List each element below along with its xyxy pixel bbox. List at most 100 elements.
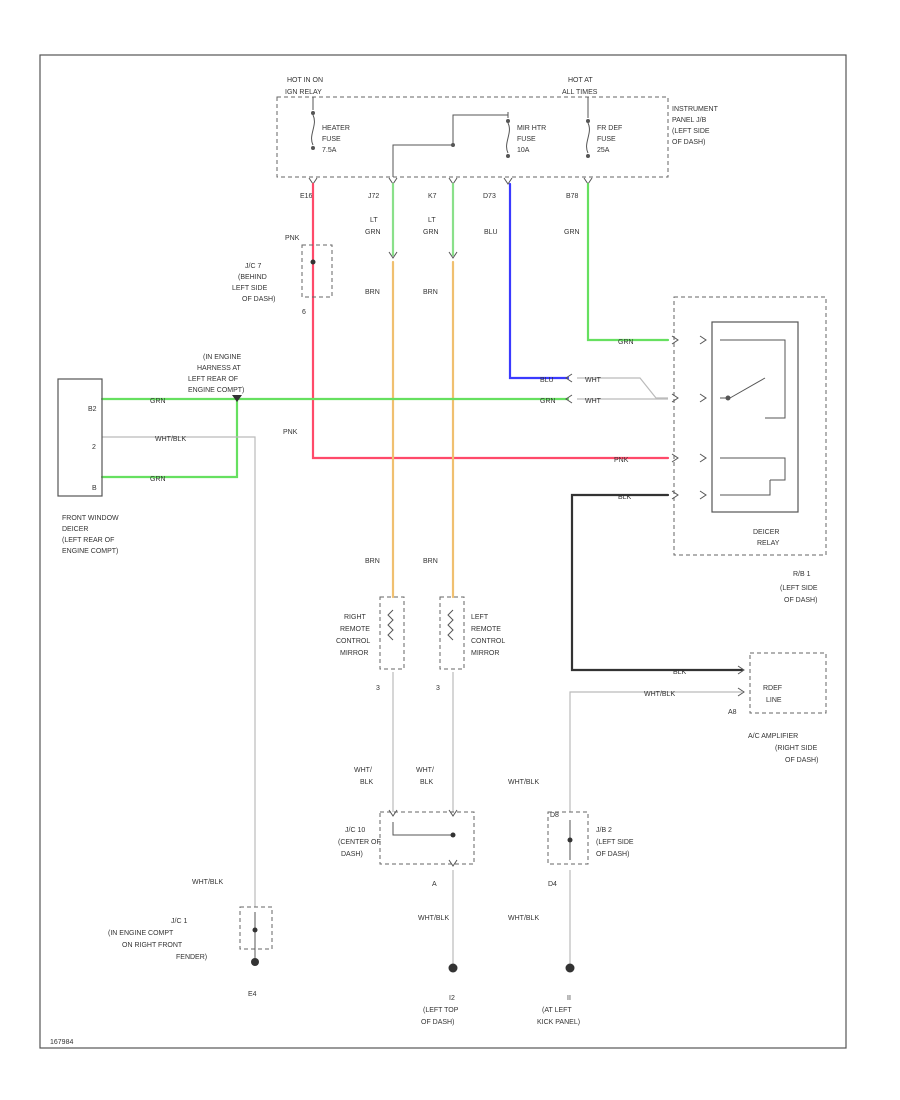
ip-jb-label-1: INSTRUMENT [672,106,719,113]
rh-mirror-label-1: RIGHT [344,614,367,621]
jb2-pin-d4: D4 [548,881,557,888]
grn-wire-relay-feed [586,182,670,342]
pnk-wire [311,182,670,460]
ac-amp-label-3: OF DASH) [785,757,818,764]
relay-grn-b2-label: GRN [540,398,556,405]
jc1-label-2: (IN ENGINE COMPT [108,930,174,937]
lh-mirror-box [439,596,465,670]
jc7-label-3: LEFT SIDE [232,285,268,292]
wht-blk-jb2-label: WHT/BLK [508,779,539,786]
jc7-wire-pnk: PNK [285,235,300,242]
deicer-pin-b2: B2 [88,406,97,413]
jc1-box [239,906,273,950]
rb1-label-1: R/B 1 [793,571,811,578]
jc10-bus [392,822,453,836]
rb1-label-2: (LEFT SIDE [780,585,818,592]
ac-amp-label-1: A/C AMPLIFIER [748,733,798,740]
jc10-box [379,811,475,865]
rr-def-fuse-name: FR DEF [597,125,622,132]
hot-at-label: HOT AT [568,77,593,84]
deicer-grn-b-label: GRN [150,476,166,483]
ground1-label-1: (LEFT TOP [423,1007,459,1014]
rb1-label-3: OF DASH) [784,597,817,604]
pin-b78: B78 [566,193,579,200]
jc1-label-1: J/C 1 [171,918,187,925]
lt-grn-label-2a: LT [428,217,436,224]
jc1-wht-blk-label: WHT/BLK [192,879,223,886]
relay-wht-label-1: WHT [585,377,602,384]
grn-label-feed: GRN [564,229,580,236]
lt-grn-label-2b: GRN [423,229,439,236]
rdef-blk-label: BLK [673,669,687,676]
rh-mirror-label-3: CONTROL [336,638,370,645]
deicer-pin-2: 2 [92,444,96,451]
jc1-label-4: FENDER) [176,954,207,961]
deicer-label-4: ENGINE COMPT) [62,548,118,555]
jc10-chevrons [388,809,458,867]
diagram-frame [39,54,847,1049]
brn-label-1: BRN [365,289,380,296]
pin-d73: D73 [483,193,496,200]
blu-wire [508,182,570,380]
deicer-label-3: (LEFT REAR OF [62,537,114,544]
ip-jb-label-3: (LEFT SIDE [672,128,710,135]
rh-mirror-label-4: MIRROR [340,650,368,657]
engine-harness-splice [232,395,242,402]
mir-htr-fuse-symbol [506,112,510,158]
deicer-wht-blk-label: WHT/BLK [155,436,186,443]
deicer-pin-b: B [92,485,97,492]
ground2-label-1: (AT LEFT [542,1007,572,1014]
deicer-relay-box [711,321,799,513]
relay-blk-label: BLK [618,494,632,501]
engine-harness-label-2: HARNESS AT [197,365,242,372]
relay-pnk-label: PNK [614,457,629,464]
wht-blk-lh-a: WHT/ [416,767,434,774]
deicer-grn-label: GRN [150,398,166,405]
deicer-label-1: FRONT WINDOW [62,515,119,522]
heater-fuse-word: FUSE [322,136,341,143]
rdef-line-label-2: LINE [766,697,782,704]
all-times-label: ALL TIMES [562,89,598,96]
jc7-node [310,259,316,265]
ground2-wht-blk-label: WHT/BLK [508,915,539,922]
lh-mirror-heater-icon [447,609,454,641]
jc7-label-1: J/C 7 [245,263,261,270]
jc7-pin: 6 [302,309,306,316]
ign-relay-label: IGN RELAY [285,89,322,96]
heater-fuse-symbol [311,97,315,150]
jc1-pin: E4 [248,991,257,998]
wht-blk-wire-deicer [102,436,256,907]
pin-j72: J72 [368,193,379,200]
lh-mirror-label-3: CONTROL [471,638,505,645]
lt-grn-label-1a: LT [370,217,378,224]
rr-def-fuse-symbol [586,97,590,158]
wht-blk-rh-b: BLK [360,779,374,786]
jb2-pin-d8: D8 [550,812,559,819]
heater-fuse-name: HEATER [322,125,350,132]
engine-harness-label-4: ENGINE COMPT) [188,387,244,394]
mir-htr-fuse-word: FUSE [517,136,536,143]
relay-coil-and-switch [720,339,786,496]
ground1-pin: I2 [449,995,455,1002]
rb1-box [673,296,827,556]
engine-harness-label-1: (IN ENGINE [203,354,241,361]
pin-k7: K7 [428,193,437,200]
deicer-box [57,378,103,497]
wht-blk-rh-a: WHT/ [354,767,372,774]
jc7-box [301,244,333,298]
rdef-line-label-1: RDEF [763,685,782,692]
pin-e16: E16 [300,193,313,200]
ground2-pin: II [567,995,571,1002]
jb-internal-bus [392,114,508,177]
engine-harness-label-3: LEFT REAR OF [188,376,238,383]
rdef-line-chevrons [737,665,745,697]
lh-mirror-label-2: REMOTE [471,626,501,633]
rr-def-fuse-word: FUSE [597,136,616,143]
relay-blu-label: BLU [540,377,554,384]
mir-htr-fuse-name: MIR HTR [517,125,546,132]
rh-mirror-heater-icon [387,609,394,641]
jc10-label-2: (CENTER OF [338,839,381,846]
jb2-label-3: OF DASH) [596,851,629,858]
